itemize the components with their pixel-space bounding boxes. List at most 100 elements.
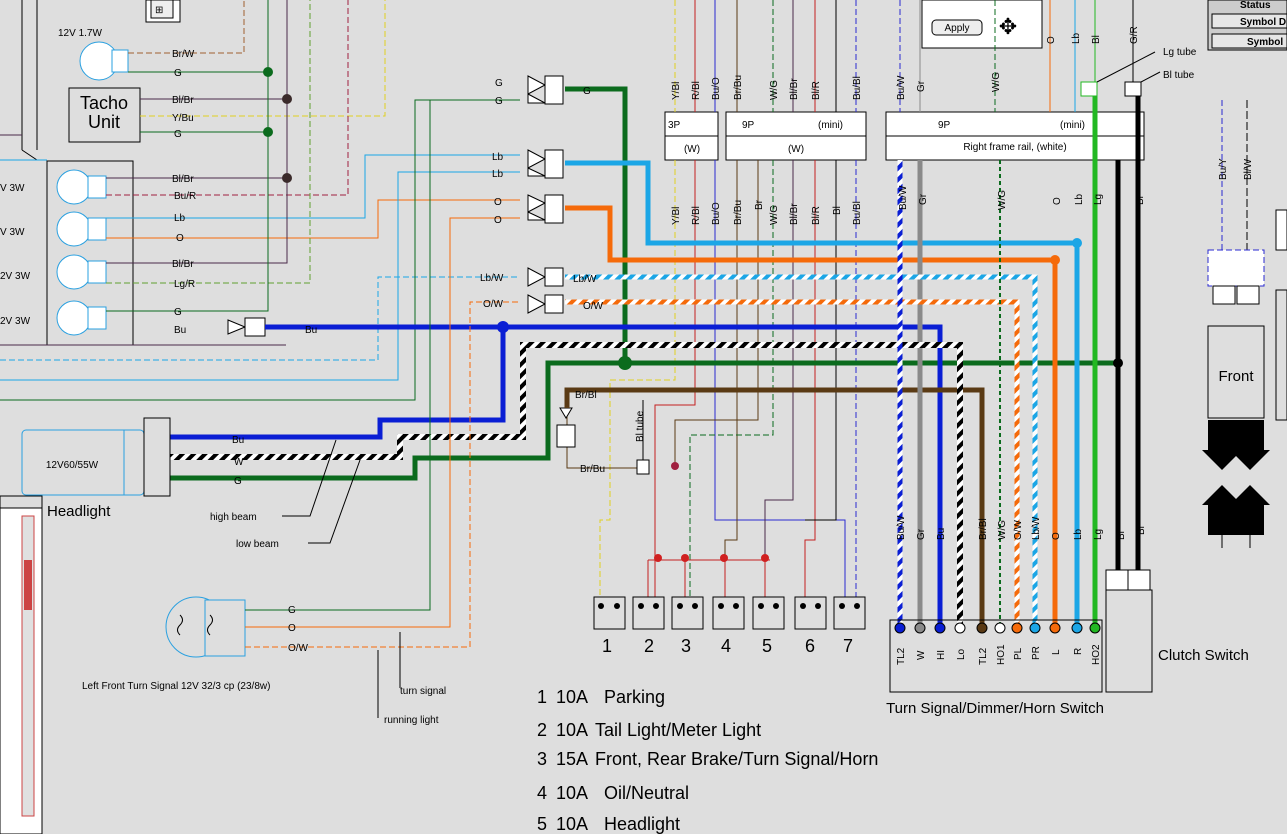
legend-desc: Oil/Neutral <box>604 783 689 803</box>
wl-cb-0: Y/Bl <box>671 207 682 225</box>
legend-row: 3 15A Front, Rear Brake/Turn Signal/Horn <box>537 749 878 769</box>
high-beam-annotation: high beam <box>210 512 257 523</box>
sw-term-8: PR <box>1031 646 1042 660</box>
wire-labels-turn-signal: G O O/W <box>288 605 309 654</box>
striped-wires <box>170 160 1038 627</box>
wl-sw-0: Bu/W <box>896 515 907 540</box>
partial-window <box>0 495 43 834</box>
move-arrows-icon[interactable]: ✥ <box>999 14 1017 39</box>
wl-cb-9: Bu/Bl <box>852 201 863 225</box>
wl-left-6: Bu/R <box>174 191 196 202</box>
fuse-num-4: 4 <box>721 636 731 656</box>
wl-rail-6: Bl <box>1135 196 1146 205</box>
switch-label: Turn Signal/Dimmer/Horn Switch <box>886 700 1104 717</box>
tube-markers: Lg tube Bl tube <box>1080 47 1197 97</box>
wl-mid-8: Lb/W <box>573 274 597 285</box>
fuse-num-7: 7 <box>843 636 853 656</box>
wl-mid-3: Lb <box>492 152 504 163</box>
wl-cb-4: Br <box>754 199 765 210</box>
legend-num: 4 <box>537 783 547 803</box>
symbol-item-2[interactable]: Symbol <box>1247 37 1283 48</box>
legend-amp: 15A <box>556 749 588 769</box>
apply-button[interactable] <box>931 19 983 36</box>
sw-term-11: HO2 <box>1091 644 1102 665</box>
sw-term-1: TL2 <box>896 647 907 665</box>
turn-signal-label: Left Front Turn Signal 12V 32/3 cp (23/8… <box>82 681 270 692</box>
wl-ct-5: Bl/Br <box>789 78 800 100</box>
legend-amp: 10A <box>556 783 588 803</box>
meter-bulb-1: V 3W <box>0 183 25 194</box>
symbol-item-0[interactable]: Status <box>1240 0 1271 11</box>
wl-sw-11: Bl <box>1136 526 1147 535</box>
bl-tube-top-label: Bl tube <box>1163 70 1195 81</box>
c3p-top: 3P <box>668 120 681 131</box>
sw-term-9: L <box>1051 649 1062 655</box>
sw-term-5: TL2 <box>978 647 989 665</box>
wire-labels-switch: Bu/W Gr Bu W/G Br/Bl O/W Lb/W O Lb Lg Bl… <box>896 515 1147 540</box>
tacho-bulb: 12V 1.7W <box>58 28 129 81</box>
junction-dots-left <box>263 67 292 183</box>
annotation-leaders <box>282 439 401 718</box>
bullet-connectors <box>227 75 564 337</box>
turn-signal-annotation: turn signal <box>400 686 446 697</box>
sw-term-4: Lo <box>956 648 967 660</box>
low-beam-annotation: low beam <box>236 539 279 550</box>
wl-mid-10: O/W <box>583 301 604 312</box>
wl-sw-6: Lb/W <box>1031 516 1042 540</box>
headlight: 12V60/55W Headlight <box>21 417 171 520</box>
fuse-num-3: 3 <box>681 636 691 656</box>
wl-misc-1: Br/Bu <box>580 464 605 475</box>
wl-rail-3: O <box>1052 197 1063 205</box>
wl-mid-1: G <box>495 96 503 107</box>
wl-sw-2: Bu <box>936 528 947 540</box>
wl-ct-8: Bu/W <box>896 75 907 100</box>
wl-ct-2: Bu/O <box>711 77 722 100</box>
wl-left-8: O <box>176 233 184 244</box>
fuse-num-6: 6 <box>805 636 815 656</box>
fuse-legend: 1 10A Parking 2 10A Tail Light/Meter Lig… <box>537 687 878 834</box>
wl-rail-5: Lg <box>1093 194 1104 205</box>
legend-amp: 10A <box>556 687 588 707</box>
wl-ts-2: O/W <box>288 643 309 654</box>
thick-junctions <box>497 238 1123 370</box>
wl-mid-2: G <box>583 86 591 97</box>
wl-rail-4: Lb <box>1074 193 1085 205</box>
wire-labels-connector-top: Y/Bl R/Bl Bu/O Br/Bu W/G Bl/Br Bl/R Bu/B… <box>671 26 1140 100</box>
meter-bulb-3: 2V 3W <box>0 271 31 282</box>
wire-labels-misc: Br/Bl Br/Bu Bu/Y Bl/W <box>575 158 1254 475</box>
wl-left-10: Lg/R <box>174 279 195 290</box>
wl-ct-3: Br/Bu <box>733 75 744 100</box>
apply-label: Apply <box>944 23 969 34</box>
symbol-item-1[interactable]: Symbol D <box>1240 17 1286 28</box>
headlight-rating: 12V60/55W <box>46 460 99 471</box>
wire-labels-rail: Bu/W Gr W/G O Lb Lg Bl <box>898 185 1146 210</box>
wl-ct-9: Gr <box>916 80 927 92</box>
bl-tube-mid-label: Bl tube <box>635 410 646 442</box>
connector-9p-mini: 9P (mini) (W) <box>725 111 867 161</box>
left-thin-wires <box>0 0 520 401</box>
legend-row: 1 10A Parking <box>537 687 665 707</box>
c9p-left: 9P <box>742 120 755 131</box>
front-switch: Front <box>1202 209 1287 548</box>
wl-misc-0: Br/Bl <box>575 390 597 401</box>
apply-panel: Apply ✥ <box>921 0 1043 49</box>
sw-term-3: HI <box>936 650 947 660</box>
sw-term-6: HO1 <box>996 644 1007 665</box>
wl-left-2: Bl/Br <box>172 95 194 106</box>
top-thin-wires <box>674 0 1248 250</box>
left-front-turn-signal: Left Front Turn Signal 12V 32/3 cp (23/8… <box>82 100 520 692</box>
wl-cb-6: Bl/Br <box>789 203 800 225</box>
thick-wires <box>170 86 1141 627</box>
wl-cb-3: Br/Bu <box>733 200 744 225</box>
legend-num: 3 <box>537 749 547 769</box>
wl-sw-9: Lg <box>1093 529 1104 540</box>
fuse-num-5: 5 <box>762 636 772 656</box>
sw-term-7: PL <box>1013 647 1024 660</box>
wl-ts-1: O <box>288 623 296 634</box>
wl-rail-1: Gr <box>918 193 929 205</box>
legend-amp: 10A <box>556 720 588 740</box>
wl-mid-11: Bu <box>305 325 317 336</box>
wl-left-3: Y/Bu <box>172 113 194 124</box>
wl-ts-0: G <box>288 605 296 616</box>
headlight-label: Headlight <box>47 503 111 520</box>
